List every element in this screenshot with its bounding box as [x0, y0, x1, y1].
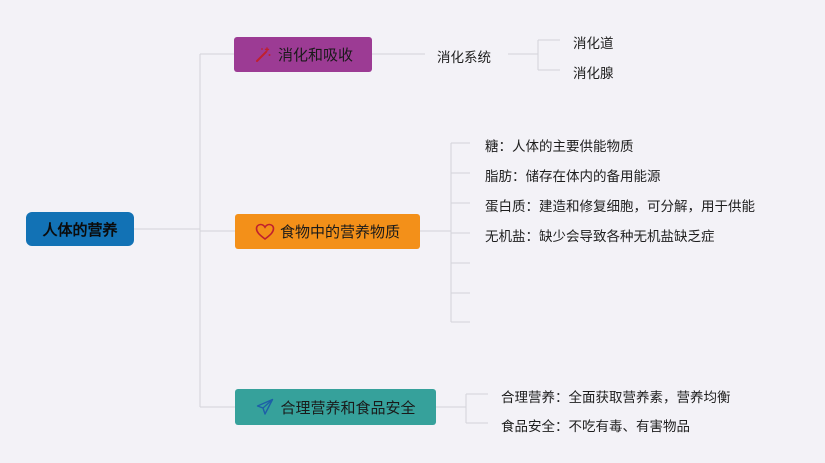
branch-safety-label: 合理营养和食品安全: [280, 398, 416, 417]
branch-digestion-label: 消化和吸收: [277, 46, 353, 64]
leaf-digestive-tract[interactable]: 消化道: [573, 36, 614, 52]
leaf-fat[interactable]: 脂肪：储存在体内的备用能源: [485, 169, 661, 185]
root-node[interactable]: 人体的营养: [26, 212, 134, 246]
subtopic-digestive-system[interactable]: 消化系统: [437, 50, 491, 66]
leaf-minerals[interactable]: 无机盐：缺少会导致各种无机盐缺乏症: [485, 229, 715, 245]
branch-digestion-node[interactable]: 消化和吸收: [234, 37, 372, 72]
paper-plane-icon: [255, 397, 275, 417]
leaf-digestive-glands[interactable]: 消化腺: [573, 66, 614, 82]
magic-wand-icon: [253, 45, 273, 65]
root-label: 人体的营养: [42, 220, 118, 239]
heart-icon: [255, 222, 275, 242]
leaf-protein[interactable]: 蛋白质：建造和修复细胞，可分解，用于供能: [485, 199, 755, 215]
leaf-balanced-nutrition[interactable]: 合理营养：全面获取营养素，营养均衡: [501, 390, 731, 406]
branch-safety-node[interactable]: 合理营养和食品安全: [235, 389, 436, 425]
leaf-food-safety[interactable]: 食品安全：不吃有毒、有害物品: [501, 419, 690, 435]
branch-nutrients-node[interactable]: 食物中的营养物质: [235, 214, 420, 249]
leaf-sugar[interactable]: 糖：人体的主要供能物质: [485, 139, 634, 155]
branch-nutrients-label: 食物中的营养物质: [279, 223, 400, 241]
